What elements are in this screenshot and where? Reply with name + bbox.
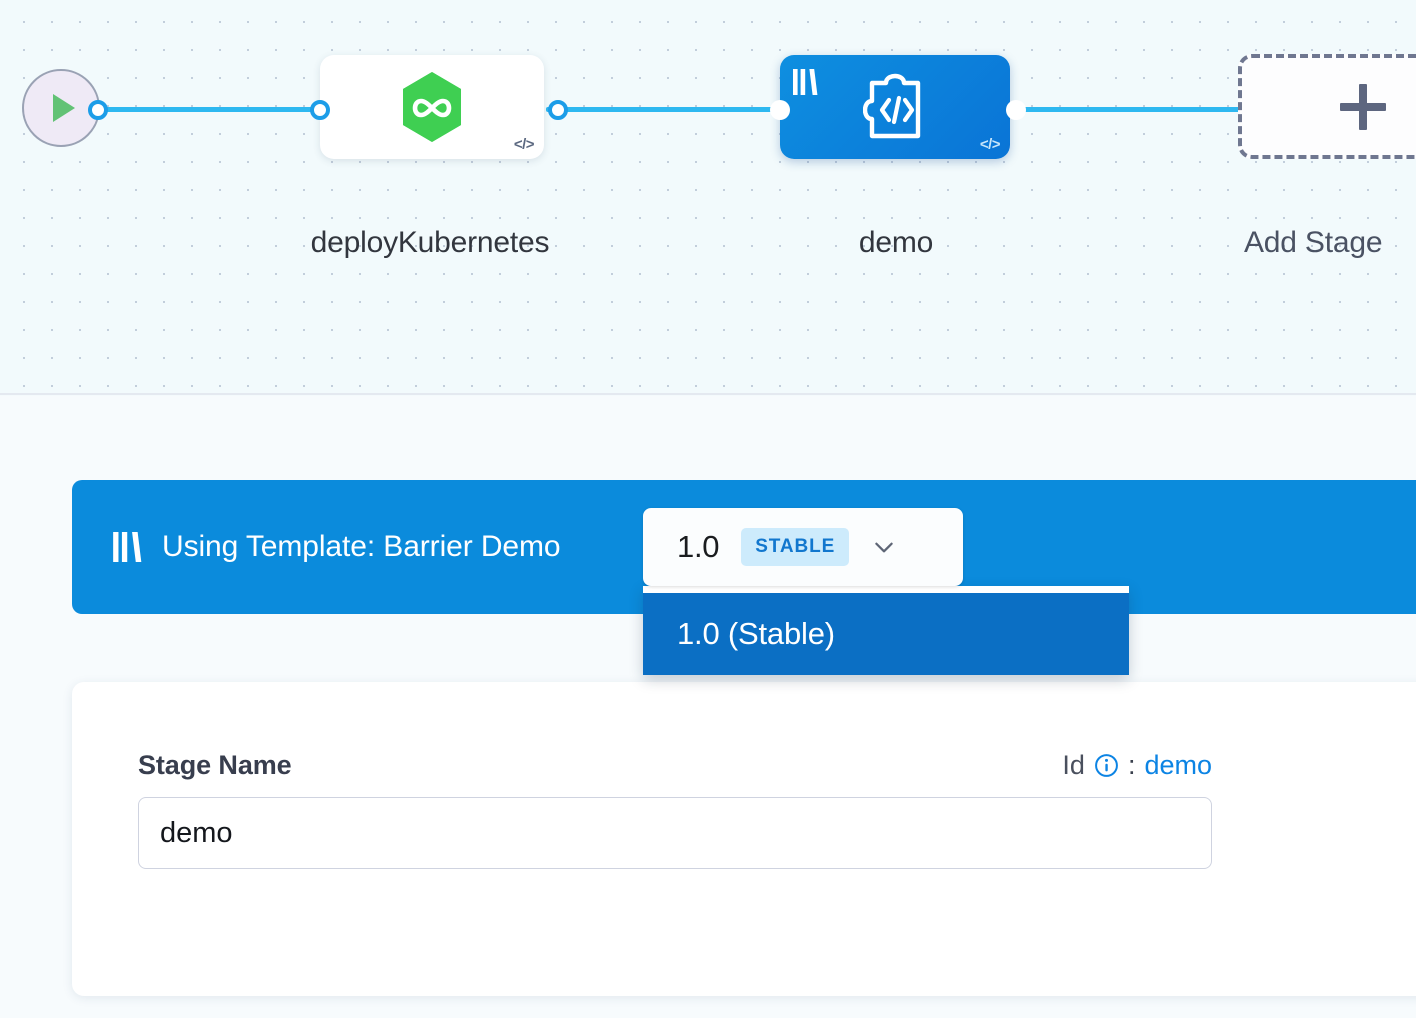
stage-name-input[interactable] <box>138 797 1212 869</box>
stage-name-field-header: Stage Name Id : demo <box>138 750 1212 781</box>
stage-config-panel: Using Template: Barrier Demo 1.0 STABLE … <box>0 396 1416 1018</box>
add-stage-node[interactable] <box>1238 54 1416 159</box>
template-version-value: 1.0 <box>677 529 720 564</box>
add-stage-label: Add Stage <box>1244 226 1383 259</box>
stage-details-card: Stage Name Id : demo <box>72 682 1416 996</box>
edge-start-to-deploykubernetes <box>96 107 330 112</box>
chevron-down-icon[interactable] <box>871 534 897 560</box>
stage-id-value: demo <box>1144 750 1212 780</box>
template-library-icon <box>793 69 818 95</box>
code-badge-icon: </> <box>979 136 1001 153</box>
info-icon[interactable] <box>1094 753 1119 778</box>
play-icon <box>53 94 75 122</box>
canvas-divider <box>0 393 1416 395</box>
port-deploykubernetes-output[interactable] <box>548 100 568 120</box>
stable-badge: STABLE <box>741 528 850 566</box>
edge-deploykubernetes-to-demo <box>546 107 786 112</box>
edge-demo-to-add-stage <box>1004 107 1250 112</box>
stage-node-demo[interactable]: </> <box>780 55 1010 159</box>
harness-cd-hexagon-icon <box>403 72 461 142</box>
pipeline-canvas[interactable]: </> </> <box>0 0 1416 394</box>
stage-id-separator: : <box>1127 750 1136 780</box>
pipeline-start-node[interactable] <box>22 69 100 147</box>
template-version-dropdown-menu[interactable]: 1.0 (Stable) <box>643 586 1129 675</box>
custom-stage-puzzle-icon <box>863 73 921 139</box>
using-template-label: Using Template: Barrier Demo <box>162 530 561 563</box>
version-option-1-0-stable[interactable]: 1.0 (Stable) <box>643 593 1129 675</box>
stage-label-deploykubernetes: deployKubernetes <box>310 226 550 259</box>
port-demo-output[interactable] <box>1006 100 1026 120</box>
stage-name-field-block: Stage Name Id : demo <box>138 750 1212 869</box>
code-badge-icon: </> <box>513 136 535 153</box>
plus-icon <box>1340 83 1386 130</box>
template-version-select[interactable]: 1.0 STABLE <box>643 508 963 586</box>
port-demo-input[interactable] <box>770 100 790 120</box>
stage-label-demo: demo <box>858 226 934 259</box>
template-library-icon <box>113 532 142 562</box>
stage-id-row: Id : demo <box>1062 750 1212 781</box>
stage-node-deploykubernetes[interactable]: </> <box>320 55 544 159</box>
stage-name-label: Stage Name <box>138 750 292 780</box>
port-deploykubernetes-input[interactable] <box>310 100 330 120</box>
stage-id-label: Id <box>1062 750 1085 780</box>
port-start-output[interactable] <box>88 100 108 120</box>
